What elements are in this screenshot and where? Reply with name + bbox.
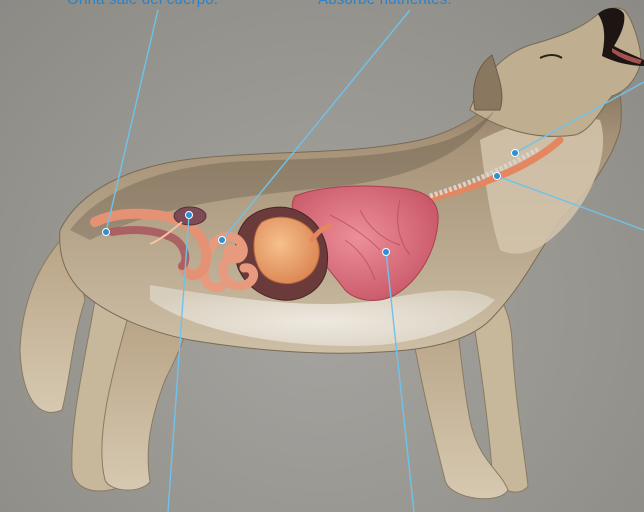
leader-dot-urine [103, 229, 110, 236]
wolf-neck-ruff [480, 116, 603, 254]
caption-absorbs-nutrients: Absorbe nutrientes. [318, 0, 452, 8]
caption-urine-exits: Orina sale del cuerpo. [67, 0, 218, 8]
leader-dot-trachea [494, 173, 501, 180]
leader-dot-nutrients [219, 237, 226, 244]
wolf-ear [474, 55, 502, 110]
leader-dot-esophagus [512, 150, 519, 157]
leader-dot-kidney [186, 212, 193, 219]
leader-dot-lungs [383, 249, 390, 256]
